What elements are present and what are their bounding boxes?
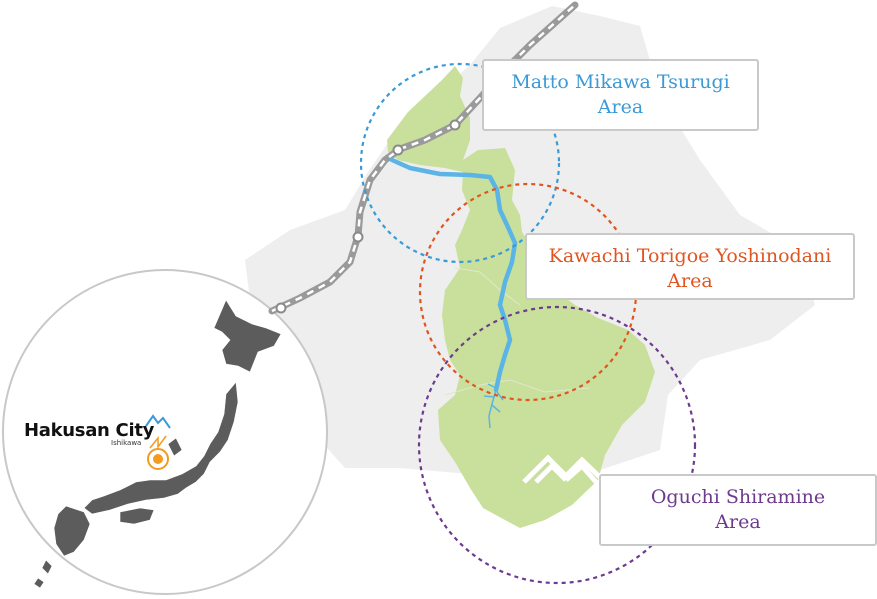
tedori-river: [389, 157, 518, 393]
railway-stations: [275, 119, 461, 314]
prefecture-label: Ishikawa: [111, 439, 142, 447]
hakusan-city-region: [387, 66, 655, 528]
japan-map-icon: [33, 299, 282, 589]
area-label-suffix: Area: [667, 270, 713, 292]
area-label-title: Matto Mikawa Tsurugi: [511, 71, 730, 93]
area-label-title: Oguchi Shiramine: [650, 486, 826, 508]
matto-area-circle: [359, 62, 561, 264]
river-tributaries: [483, 383, 504, 429]
kawachi-torigoe-yoshinodani-area-label[interactable]: Kawachi Torigoe Yoshinodani Area: [525, 233, 855, 300]
matto-mikawa-tsurugi-area-label[interactable]: Matto Mikawa Tsurugi Area: [482, 59, 759, 131]
city-logo-mountain-icon: [145, 414, 171, 429]
city-name-label: Hakusan City: [24, 420, 155, 441]
area-label-title: Kawachi Torigoe Yoshinodani: [548, 245, 832, 267]
oguchi-area-circle: [417, 305, 697, 585]
hakusan-mountain-icon: [522, 454, 607, 484]
area-label-suffix: Area: [715, 511, 761, 533]
district-boundaries: [444, 267, 591, 396]
hakusan-location-marker: [147, 435, 169, 470]
area-label-suffix: Area: [597, 96, 644, 118]
oguchi-shiramine-area-label[interactable]: Oguchi Shiramine Area: [599, 474, 877, 546]
